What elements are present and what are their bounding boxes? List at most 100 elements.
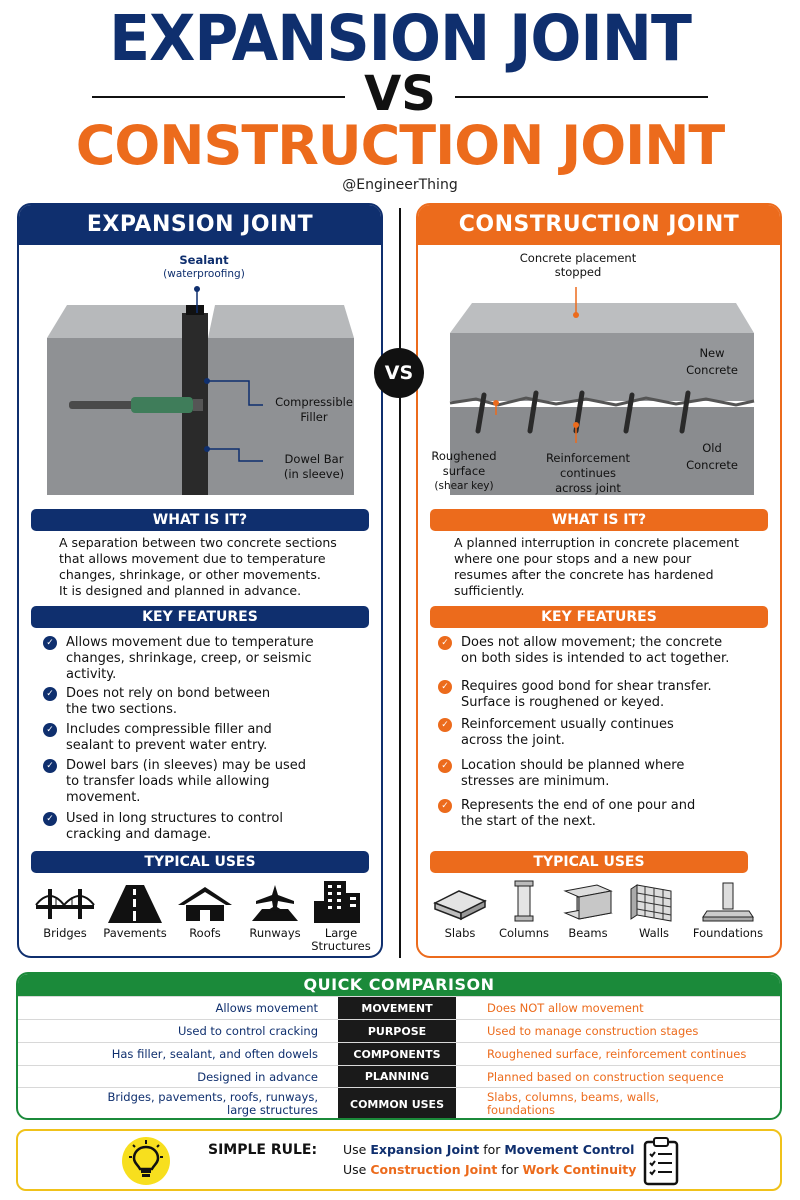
feature-text: movement.	[66, 790, 141, 805]
callout-dowel-2: (in sleeve)	[283, 467, 345, 481]
feature-text: Reinforcement usually continues	[461, 717, 674, 732]
use-label: Runways	[249, 926, 301, 940]
feature-text: Includes compressible filler and	[66, 722, 272, 737]
clipboard-checklist-icon	[643, 1137, 679, 1186]
use-beams: Beams	[548, 883, 628, 940]
feature-text: changes, shrinkage, creep, or seismic	[66, 651, 312, 666]
feature-text: on both sides is intended to act togethe…	[461, 651, 730, 666]
rule-goal-continuity: Work Continuity	[522, 1162, 637, 1177]
comparison-row: Designed in advance PLANNING Planned bas…	[18, 1065, 780, 1088]
comparison-right: Slabs, columns, beams, walls,	[487, 1090, 660, 1104]
construction-what-line-3: resumes after the concrete has hardened	[454, 567, 714, 582]
expansion-what-line-4: It is designed and planned in advance.	[59, 583, 302, 598]
use-slabs: Slabs	[420, 883, 500, 940]
use-foundations: Foundations	[688, 881, 768, 940]
check-icon: ✓	[43, 759, 57, 773]
callout-sealant-sub: (waterproofing)	[163, 268, 245, 280]
check-icon: ✓	[43, 687, 57, 701]
callout-new-1: New	[699, 346, 725, 360]
rule-goal-movement: Movement Control	[504, 1142, 635, 1157]
construction-uses-title: TYPICAL USES	[430, 851, 748, 873]
use-walls: Walls	[614, 881, 694, 940]
feature-text: across the joint.	[461, 733, 565, 748]
callout-old-2: Concrete	[686, 458, 738, 472]
check-icon: ✓	[438, 680, 452, 694]
feature-text: stresses are minimum.	[461, 774, 610, 789]
expansion-panel: EXPANSION JOINT Sealant (waterproofing) …	[17, 203, 383, 958]
comparison-label: COMMON USES	[338, 1088, 456, 1118]
expansion-heading: EXPANSION JOINT	[19, 205, 381, 245]
feature-text: Allows movement due to temperature	[66, 635, 314, 650]
comparison-row: Bridges, pavements, roofs, runways, larg…	[18, 1087, 780, 1118]
roof-icon	[178, 887, 232, 921]
callout-rough-3: (shear key)	[434, 480, 494, 492]
title-divider-left	[92, 96, 345, 98]
comparison-left: Has filler, sealant, and often dowels	[111, 1047, 318, 1061]
main-title-construction: CONSTRUCTION JOINT	[75, 114, 725, 177]
expansion-features-title: KEY FEATURES	[31, 606, 369, 628]
callout-new-2: Concrete	[686, 363, 738, 377]
comparison-left: Designed in advance	[197, 1070, 318, 1084]
callout-stopped-2: stopped	[554, 265, 602, 279]
rule-line-2: Use Construction Joint for Work Continui…	[343, 1162, 636, 1177]
construction-heading: CONSTRUCTION JOINT	[418, 205, 780, 245]
use-label: Large	[324, 926, 358, 940]
lightbulb-icon	[122, 1137, 170, 1185]
comparison-right: foundations	[487, 1103, 556, 1117]
expansion-what-line-2: that allows movement due to temperature	[59, 551, 326, 566]
quick-comparison: QUICK COMPARISON Allows movement MOVEMEN…	[16, 972, 782, 1120]
use-label: Roofs	[189, 926, 221, 940]
bridge-icon	[35, 889, 95, 919]
use-label: Bridges	[43, 926, 87, 940]
feature-text: Surface is roughened or keyed.	[461, 695, 665, 710]
title-vs: VS	[364, 66, 436, 122]
construction-joint-illustration	[449, 287, 755, 495]
simple-rule-label: SIMPLE RULE:	[208, 1142, 318, 1158]
feature-text: Dowel bars (in sleeves) may be used	[66, 758, 307, 773]
callout-reinf-1: Reinforcement	[545, 451, 631, 465]
construction-what-line-2: where one pour stops and a new pour	[454, 551, 692, 566]
use-roofs: Roofs	[165, 883, 245, 940]
feature-text: Requires good bond for shear transfer.	[461, 679, 712, 694]
beam-icon	[563, 884, 613, 920]
use-label: Beams	[568, 926, 608, 940]
use-runways: Runways	[235, 883, 315, 940]
rule-joint-construction: Construction Joint	[370, 1162, 498, 1177]
feature-text: the two sections.	[66, 702, 178, 717]
comparison-right: Roughened surface, reinforcement continu…	[487, 1047, 747, 1061]
callout-filler-2: Filler	[300, 410, 328, 424]
use-bridges: Bridges	[25, 883, 105, 940]
use-columns: Columns	[484, 879, 564, 940]
construction-features-title: KEY FEATURES	[430, 606, 768, 628]
expansion-uses-title: TYPICAL USES	[31, 851, 369, 873]
rule-line-1: Use Expansion Joint for Movement Control	[343, 1142, 634, 1157]
check-icon: ✓	[43, 636, 57, 650]
foundation-icon	[702, 882, 754, 922]
comparison-label: PLANNING	[338, 1066, 456, 1088]
comparison-right: Planned based on construction sequence	[487, 1070, 724, 1084]
feature-text: Does not rely on bond between	[66, 686, 271, 701]
feature-text: the start of the next.	[461, 814, 596, 829]
feature-text: cracking and damage.	[66, 827, 212, 842]
use-pavements: Pavements	[95, 883, 175, 940]
rule-joint-expansion: Expansion Joint	[370, 1142, 480, 1157]
column-icon	[514, 880, 534, 922]
wall-icon	[630, 884, 672, 922]
feature-text: sealant to prevent water entry.	[66, 738, 268, 753]
title-divider-right	[455, 96, 708, 98]
comparison-left: large structures	[227, 1103, 318, 1117]
feature-text: Used in long structures to control	[66, 811, 283, 826]
rule-text: Use	[343, 1142, 367, 1157]
callout-reinf-3: across joint	[555, 481, 621, 495]
callout-sealant: Sealant	[179, 253, 229, 267]
callout-rough-2: surface	[442, 464, 486, 478]
feature-text: Location should be planned where	[461, 758, 685, 773]
